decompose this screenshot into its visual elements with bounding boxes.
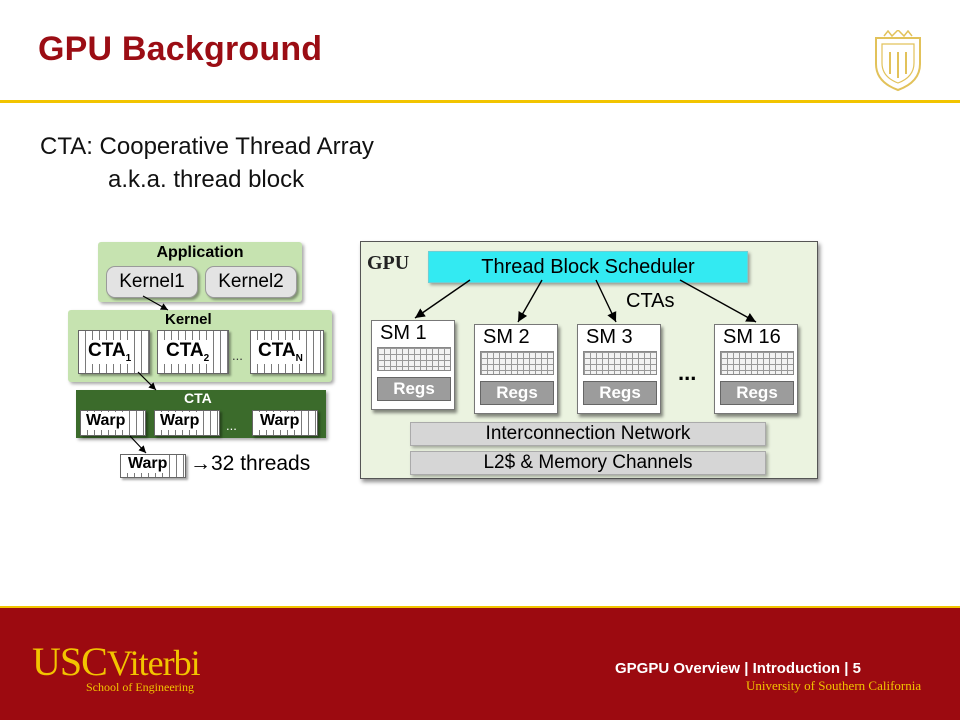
cta-header-label: CTA <box>184 390 212 406</box>
cta2-label: CTA2 <box>164 340 212 364</box>
l2-memory-channels: L2$ & Memory Channels <box>410 451 766 475</box>
arrow-to-sm2 <box>517 279 543 323</box>
gpu-label: GPU <box>367 252 410 274</box>
arrow-to-sm16 <box>679 279 757 323</box>
cta-ellipsis: ... <box>232 348 243 363</box>
kernel1-pill: Kernel1 <box>106 266 198 298</box>
sm-core-grid <box>583 351 657 375</box>
sm-16: SM 16 Regs <box>714 324 798 414</box>
kernel2-pill: Kernel2 <box>205 266 297 298</box>
cta-definition: CTA: Cooperative Thread Array <box>40 133 374 160</box>
arrow-to-sm1 <box>414 279 471 319</box>
sm-name: SM 3 <box>586 326 633 348</box>
arrow-warp-to-single <box>129 435 147 454</box>
sm-regs: Regs <box>720 381 794 405</box>
ctan-label: CTAN <box>256 340 305 364</box>
university-label: University of Southern California <box>746 678 922 693</box>
sm-1: SM 1 Regs <box>371 320 455 410</box>
usc-seal-icon <box>875 30 921 92</box>
sm-core-grid <box>480 351 554 375</box>
school-label: School of Engineering <box>86 680 194 694</box>
sm-name: SM 2 <box>483 326 530 348</box>
sm-name: SM 16 <box>723 326 781 348</box>
sm-regs: Regs <box>377 377 451 401</box>
footer-bar <box>0 608 960 720</box>
sm-regs: Regs <box>583 381 657 405</box>
page-info: GPGPU Overview | Introduction | 5 <box>615 660 861 677</box>
arrow-kernel-to-ctas <box>142 295 169 311</box>
cta-aka: a.k.a. thread block <box>108 166 305 193</box>
sm-2: SM 2 Regs <box>474 324 558 414</box>
single-warp-label: Warp <box>126 455 170 473</box>
sm-3: SM 3 Regs <box>577 324 661 414</box>
header-divider <box>0 100 960 103</box>
arrow-cta-to-warps <box>137 371 157 391</box>
hierarchy-arrows <box>129 295 169 454</box>
thread-block-scheduler: Thread Block Scheduler <box>428 251 748 283</box>
arrow-to-sm3 <box>595 279 617 323</box>
sm-regs: Regs <box>480 381 554 405</box>
warp-ellipsis: ... <box>226 418 237 433</box>
cta1-label: CTA1 <box>86 340 134 364</box>
right-arrow-icon: → <box>190 452 211 475</box>
sm-ellipsis: ... <box>678 360 697 385</box>
ctas-label: CTAs <box>626 290 675 312</box>
slide-title: GPU Background <box>38 30 323 68</box>
footer-divider <box>0 606 960 609</box>
scheduler-arrows <box>414 279 757 323</box>
interconnection-network: Interconnection Network <box>410 422 766 446</box>
usc-viterbi-logo: USCViterbi <box>32 639 201 684</box>
sm-core-grid <box>720 351 794 375</box>
warp-label-1: Warp <box>84 412 128 430</box>
threads-label: →32 threads <box>190 452 311 475</box>
sm-name: SM 1 <box>380 322 427 344</box>
warp-label-n: Warp <box>258 412 302 430</box>
kernel-label: Kernel <box>165 311 212 328</box>
application-label: Application <box>156 244 244 261</box>
sm-core-grid <box>377 347 451 371</box>
warp-label-2: Warp <box>158 412 202 430</box>
